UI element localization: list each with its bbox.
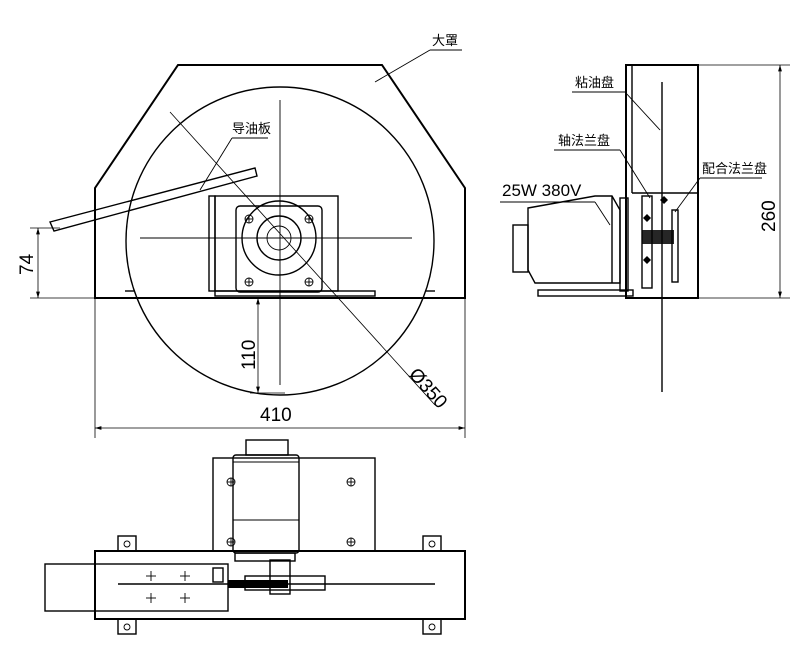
mating-flange-label: 配合法兰盘 [702, 161, 767, 177]
dim-110-text: 110 [239, 340, 260, 370]
shaft [266, 225, 292, 251]
dim-410-text: 410 [260, 405, 292, 426]
guide-plate [49, 167, 258, 232]
top-motor-cap [245, 439, 289, 456]
motor-spec-label: 25W 380V [502, 181, 582, 200]
dim-74 [30, 227, 95, 299]
dim-260 [698, 64, 790, 299]
dim-74-text: 74 [17, 253, 38, 275]
side-view: 粘油盘 轴法兰盘 配合法兰盘 25W 380V 260 [500, 64, 790, 392]
dim-260-text: 260 [759, 200, 780, 232]
hub-assembly [642, 230, 674, 244]
top-disc-hub [244, 575, 326, 591]
front-view: 大罩 导油板 74 110 Ø350 410 [17, 34, 466, 438]
guide-plate-leader [199, 137, 233, 191]
side-motor-cap [512, 224, 529, 273]
cover-label: 大罩 [432, 34, 458, 49]
mount-plate-edge [208, 195, 216, 292]
mount-plate [214, 195, 339, 292]
top-motor-plate [212, 457, 376, 552]
side-motor-body [527, 195, 621, 284]
side-base [537, 289, 634, 297]
base-plate [214, 290, 376, 297]
motor-flange [235, 205, 323, 293]
oil-disc-label: 粘油盘 [575, 75, 614, 91]
top-flange [269, 559, 291, 595]
oil-disc-circle [125, 86, 435, 396]
side-motor-flange [619, 197, 629, 292]
cover-leader [374, 49, 431, 83]
motor-hub [256, 215, 302, 261]
motor-housing [241, 200, 317, 276]
dim-110 [250, 298, 285, 394]
top-guide-plate [44, 563, 229, 612]
top-crosses [146, 571, 190, 603]
bolt-holes [244, 214, 314, 287]
diameter-text: Ø350 [404, 364, 451, 413]
top-bolts [226, 477, 356, 547]
guide-plate-label: 导油板 [232, 122, 271, 137]
dim-410 [94, 298, 466, 438]
mounting-lugs [117, 535, 442, 635]
top-view [44, 439, 466, 635]
mating-flange [671, 209, 679, 283]
diameter-leader [169, 111, 436, 406]
top-motor [232, 454, 300, 554]
shaft-flange-label: 轴法兰盘 [558, 133, 610, 149]
